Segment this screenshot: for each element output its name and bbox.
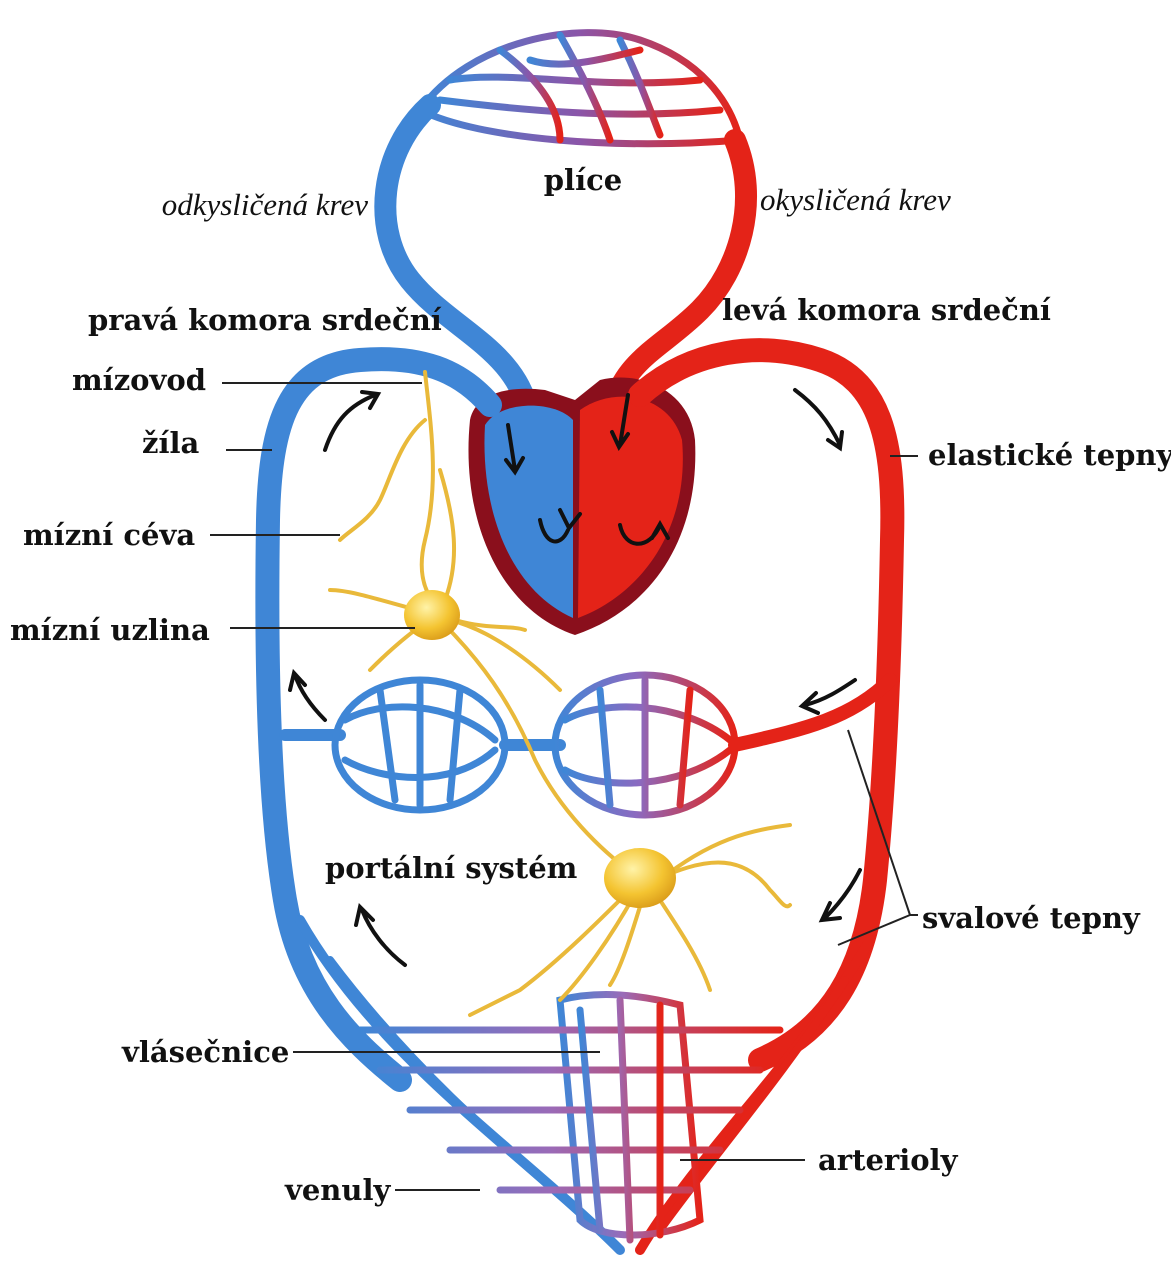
lymph-node-upper (404, 590, 460, 640)
left-ventricle-shape (578, 397, 683, 618)
label-arterioles: arterioly (818, 1143, 959, 1177)
label-lymph-duct: mízovod (72, 363, 206, 397)
portal-capillary-network (285, 675, 890, 815)
heart (468, 378, 695, 636)
label-left-ventricle: levá komora srdeční (722, 293, 1051, 327)
label-lymph-vessel: mízní céva (23, 518, 195, 552)
label-portal-system: portální systém (325, 851, 578, 885)
label-lungs: plíce (544, 163, 622, 197)
label-muscular-arteries: svalové tepny (922, 901, 1141, 935)
lung-capillary-network (420, 33, 740, 144)
label-lymph-node: mízní uzlina (10, 613, 210, 647)
label-vein: žíla (142, 426, 200, 460)
lymph-node-lower (604, 848, 676, 908)
label-oxygenated-blood: okysličená krev (760, 182, 951, 217)
label-right-ventricle: pravá komora srdeční (88, 303, 442, 337)
label-venules: venuly (284, 1173, 391, 1207)
label-elastic-arteries: elastické tepny (928, 438, 1171, 472)
label-deoxygenated-blood: odkysličená krev (162, 187, 369, 222)
label-capillaries: vlásečnice (121, 1035, 289, 1069)
